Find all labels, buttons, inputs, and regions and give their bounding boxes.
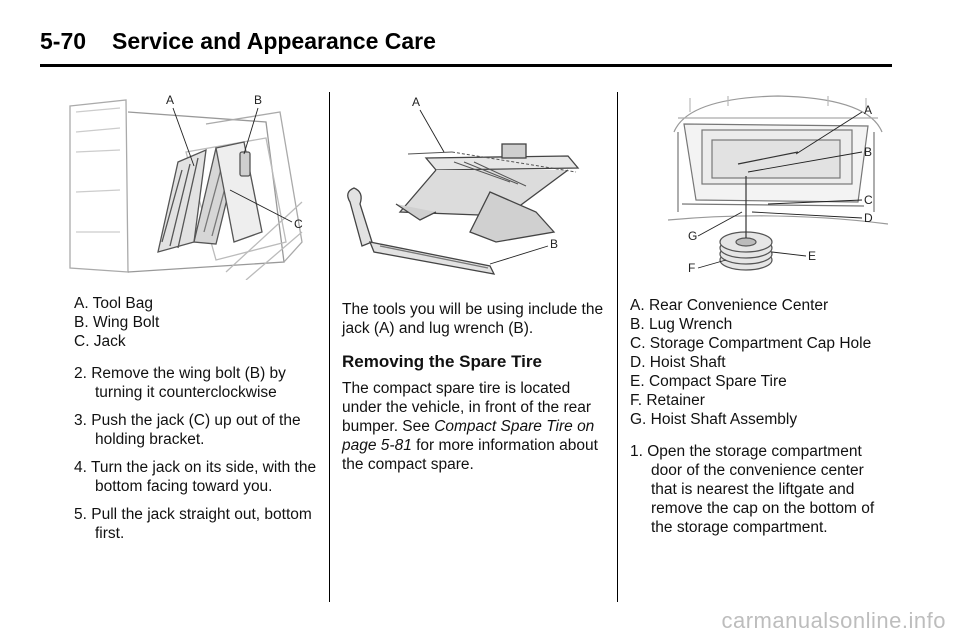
paragraph-text-end: for more information about the compact s… xyxy=(342,437,598,473)
legend-item-hoist-shaft: D. Hoist Shaft xyxy=(630,354,726,371)
section-heading: Removing the Spare Tire xyxy=(342,352,542,371)
callout-leader-b xyxy=(243,107,259,155)
step-4: 4. Turn the jack on its side, with the b… xyxy=(74,459,317,495)
callout-label-c: C xyxy=(864,193,873,207)
jack-stowage-illustration: A B C xyxy=(69,93,303,280)
jack-and-wrench-illustration: A B xyxy=(347,95,580,275)
callout-label-b: B xyxy=(254,93,262,107)
cargo-area-illustration: A B C D E F G xyxy=(668,95,888,275)
header-rule xyxy=(40,64,892,67)
right-column-text: A. Rear Convenience Center B. Lug Wrench… xyxy=(630,296,890,546)
callout-leader-e xyxy=(771,251,807,257)
tools-intro: The tools you will be using include the … xyxy=(342,301,604,337)
cross-reference-link[interactable]: Compact Spare Tire on page 5-81 xyxy=(342,418,595,454)
step-1: 1. Open the storage compartment door of … xyxy=(630,443,875,536)
legend-item-rear-convenience-center: A. Rear Convenience Center xyxy=(630,297,829,314)
callout-leader-b xyxy=(489,245,549,265)
callout-label-e: E xyxy=(808,249,816,263)
callout-label-c: C xyxy=(294,217,303,231)
callout-label-b: B xyxy=(864,145,872,159)
page-header: 5-70 Service and Appearance Care xyxy=(40,28,892,55)
legend-item-storage-cap-hole: C. Storage Compartment Cap Hole xyxy=(630,335,872,352)
left-column-text: A. Tool Bag B. Wing Bolt C. Jack 2. Remo… xyxy=(74,294,320,552)
step-3: 3. Push the jack (C) up out of the holdi… xyxy=(74,412,301,448)
legend-item-hoist-shaft-assembly: G. Hoist Shaft Assembly xyxy=(630,411,798,428)
paragraph-text-start: The compact spare tire is located under … xyxy=(342,380,592,435)
callout-leader-a xyxy=(172,107,195,167)
column-divider-2 xyxy=(617,92,618,602)
callout-leader-d xyxy=(751,211,863,219)
callout-leader-f xyxy=(697,259,727,269)
legend-item-wing-bolt: B. Wing Bolt xyxy=(74,314,160,331)
callout-label-f: F xyxy=(688,261,695,275)
middle-column-text: The tools you will be using include the … xyxy=(342,300,610,474)
callout-label-a: A xyxy=(412,95,420,109)
callout-label-g: G xyxy=(688,229,697,243)
callout-label-a: A xyxy=(864,103,872,117)
legend-item-lug-wrench: B. Lug Wrench xyxy=(630,316,733,333)
step-5: 5. Pull the jack straight out, bottom fi… xyxy=(74,506,312,542)
spare-tire-paragraph: The compact spare tire is located under … xyxy=(342,379,610,474)
callout-label-a: A xyxy=(166,93,174,107)
step-2: 2. Remove the wing bolt (B) by turning i… xyxy=(74,365,286,401)
callout-leader-a xyxy=(795,111,863,155)
callout-leader-a xyxy=(419,109,445,153)
callout-leader-b xyxy=(747,151,863,173)
legend-item-compact-spare-tire: E. Compact Spare Tire xyxy=(630,373,787,390)
legend-item-jack: C. Jack xyxy=(74,333,126,350)
callout-label-b: B xyxy=(550,237,558,251)
callout-leader-g xyxy=(697,211,743,237)
callout-label-d: D xyxy=(864,211,873,225)
site-watermark: carmanualsonline.info xyxy=(721,608,946,633)
legend-item-tool-bag: A. Tool Bag xyxy=(74,295,153,312)
callout-leader-c xyxy=(229,189,293,223)
column-divider-1 xyxy=(329,92,330,602)
legend-item-retainer: F. Retainer xyxy=(630,392,705,409)
page-number: 5-70 xyxy=(40,28,87,54)
callout-leader-c xyxy=(767,199,863,205)
section-title: Service and Appearance Care xyxy=(112,28,436,54)
